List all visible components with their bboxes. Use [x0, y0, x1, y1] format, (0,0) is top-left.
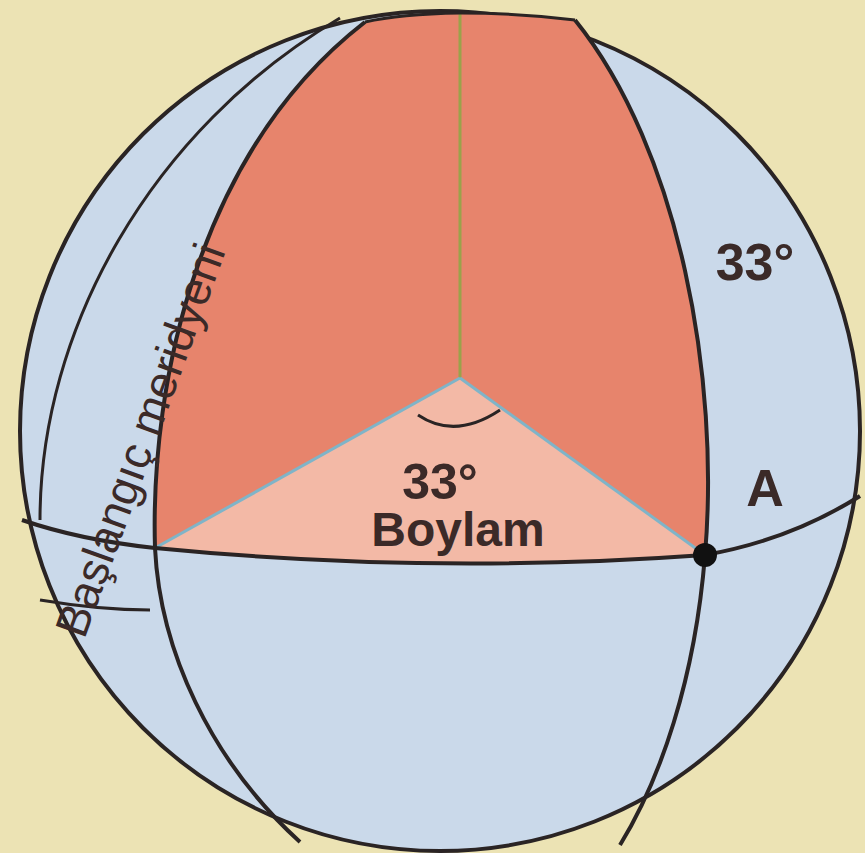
- angle-arc: [418, 410, 500, 426]
- angle-label: 33°: [716, 236, 795, 288]
- parallel-top: [365, 13, 575, 22]
- globe: [20, 11, 860, 851]
- term-label: Boylam: [371, 506, 544, 554]
- angle-triangle: [155, 378, 705, 564]
- point-a: [693, 543, 717, 567]
- axis: [459, 13, 462, 378]
- equator: [22, 496, 860, 564]
- angle-label: 33°: [402, 457, 478, 507]
- meridian-a: [575, 20, 708, 845]
- point-label: A: [746, 462, 784, 514]
